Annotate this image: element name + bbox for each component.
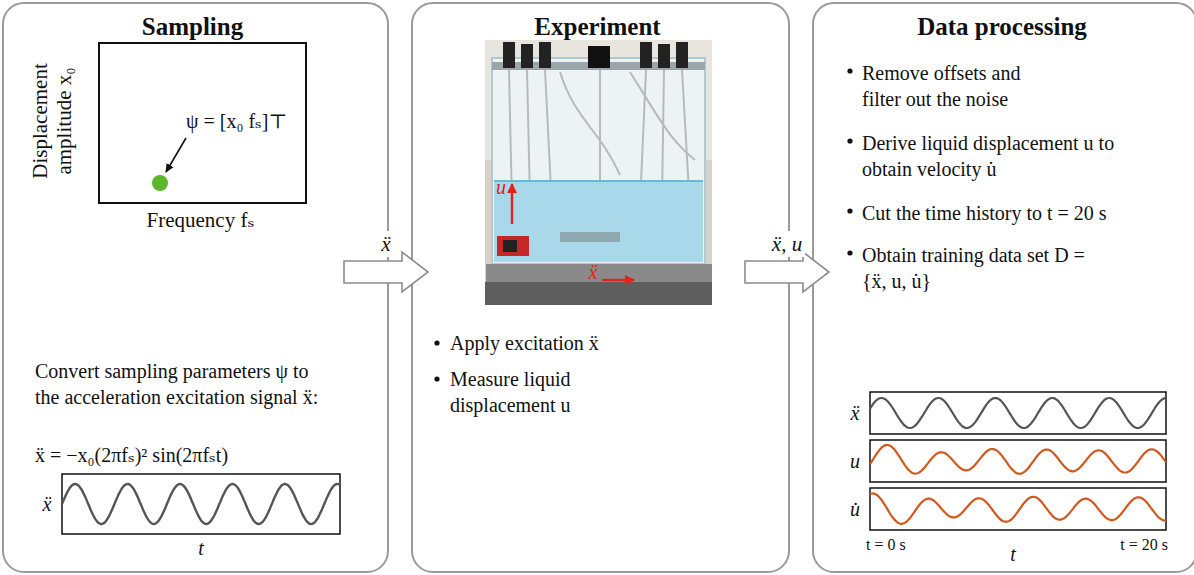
drawing-rect [539,42,551,68]
bullet [847,250,852,255]
drawing-rect [485,40,712,305]
tank-photo [485,40,712,305]
time-label: t = 20 s [1068,532,1168,558]
plot-frame [870,440,1166,482]
axis-label: ẍ [38,491,56,517]
body-text: Apply excitation ẍ [450,330,750,356]
drawing-rect [485,282,712,305]
axis-label: u̇ [846,496,864,522]
drawing-rect [588,46,610,68]
bullet [434,376,439,381]
body-text: ẍ = −x₀(2πfₛ)² sin(2πfₛt) [35,442,375,468]
drawing-line [494,180,703,182]
bullet [847,208,852,213]
panel-heading: Data processing [814,12,1190,42]
body-text: Cut the time history to t = 20 s [862,200,1167,226]
leader-arrow [166,138,186,172]
body-text: Remove offsets and filter out the noise [862,60,1062,112]
bullet [847,138,852,143]
plot-frame [870,488,1166,530]
parameter-space-box: ψ = [x₀ fₛ]⊤ [98,42,307,204]
plot-frame [870,392,1166,434]
bullet [847,68,852,73]
plot-frame [62,474,340,534]
flow-arrow [344,252,428,292]
axis-label: t [192,535,210,561]
axis-label: t [1004,541,1022,567]
drawing-rect [640,42,652,68]
motion-label: ẍ [586,259,600,285]
edge-label: ẍ [378,231,393,257]
signal-curve [62,484,340,524]
axis-label: ẍ [846,400,864,426]
time-label: t = 0 s [866,532,946,558]
panel-heading: Experiment [413,12,782,42]
motion-label: u [494,174,508,200]
drawing-rect [658,44,670,68]
signal-curve [870,445,1166,474]
edge-label: ẍ, u [769,231,805,257]
bullet [434,340,439,345]
signal-curve [870,398,1166,428]
body-text: Convert sampling parameters ψ to the acc… [35,358,327,410]
drawing-rect [560,232,620,242]
drawing-line [511,184,513,224]
data-processing-panel: Data processingRemove offsets and filter… [812,2,1194,573]
drawing-rect [497,236,529,256]
body-text: ψ = [x₀ fₛ]⊤ [186,108,287,134]
body-text: Measure liquid displacement u [450,366,650,418]
drawing-rect [486,264,712,282]
drawing-rect [521,44,533,68]
axis-label: u [846,448,864,474]
drawing-rect [503,240,517,252]
drawing-rect [492,58,705,264]
experiment-panel: ExperimentApply excitation ẍ Measure liqu… [411,2,790,573]
axis-label: Displacement amplitude x₀ [28,36,76,206]
signal-curve [870,493,1166,523]
drawing-rect [503,42,515,68]
axis-label: Frequency fₛ [96,207,305,233]
body-text: Obtain training data set D = {ẍ, u, u̇} [862,242,1087,294]
panel-heading: Sampling [4,12,381,42]
drawing-rect [494,180,703,262]
flow-arrow [745,252,829,292]
body-text: Derive liquid displacement u to obtain v… [862,130,1124,182]
sample-point [152,175,168,191]
drawing-rect [676,42,688,68]
drawing-line [602,279,634,281]
